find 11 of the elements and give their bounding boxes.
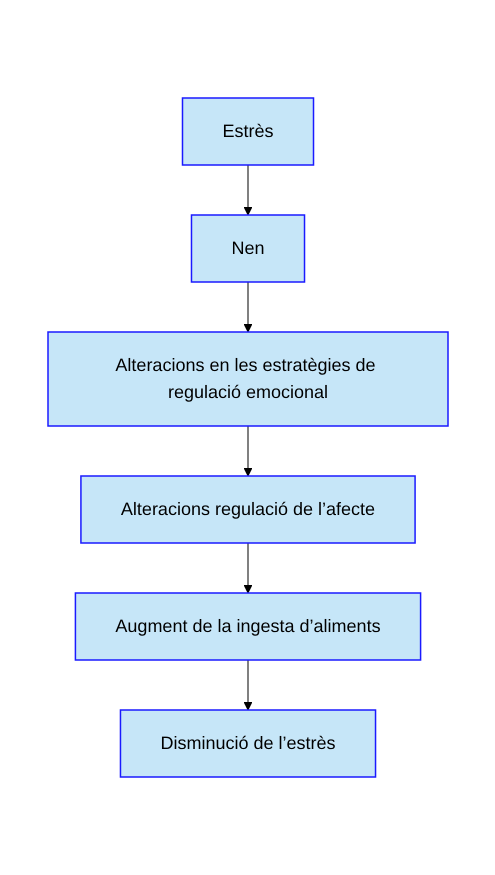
node-box: Alteracions regulació de l’afecte (80, 475, 416, 544)
node-box: Disminució de l’estrès (119, 709, 376, 778)
arrow (243, 164, 252, 216)
node-box: Augment de la ingesta d’aliments (74, 592, 421, 661)
arrow (243, 542, 252, 594)
arrow (243, 426, 252, 476)
node-box: Nen (190, 214, 305, 283)
arrow (243, 660, 252, 710)
node-box: Estrès (181, 97, 314, 166)
node-box: Alteracions en les estratègies de regulació emocional (46, 331, 448, 427)
arrow (243, 282, 252, 332)
